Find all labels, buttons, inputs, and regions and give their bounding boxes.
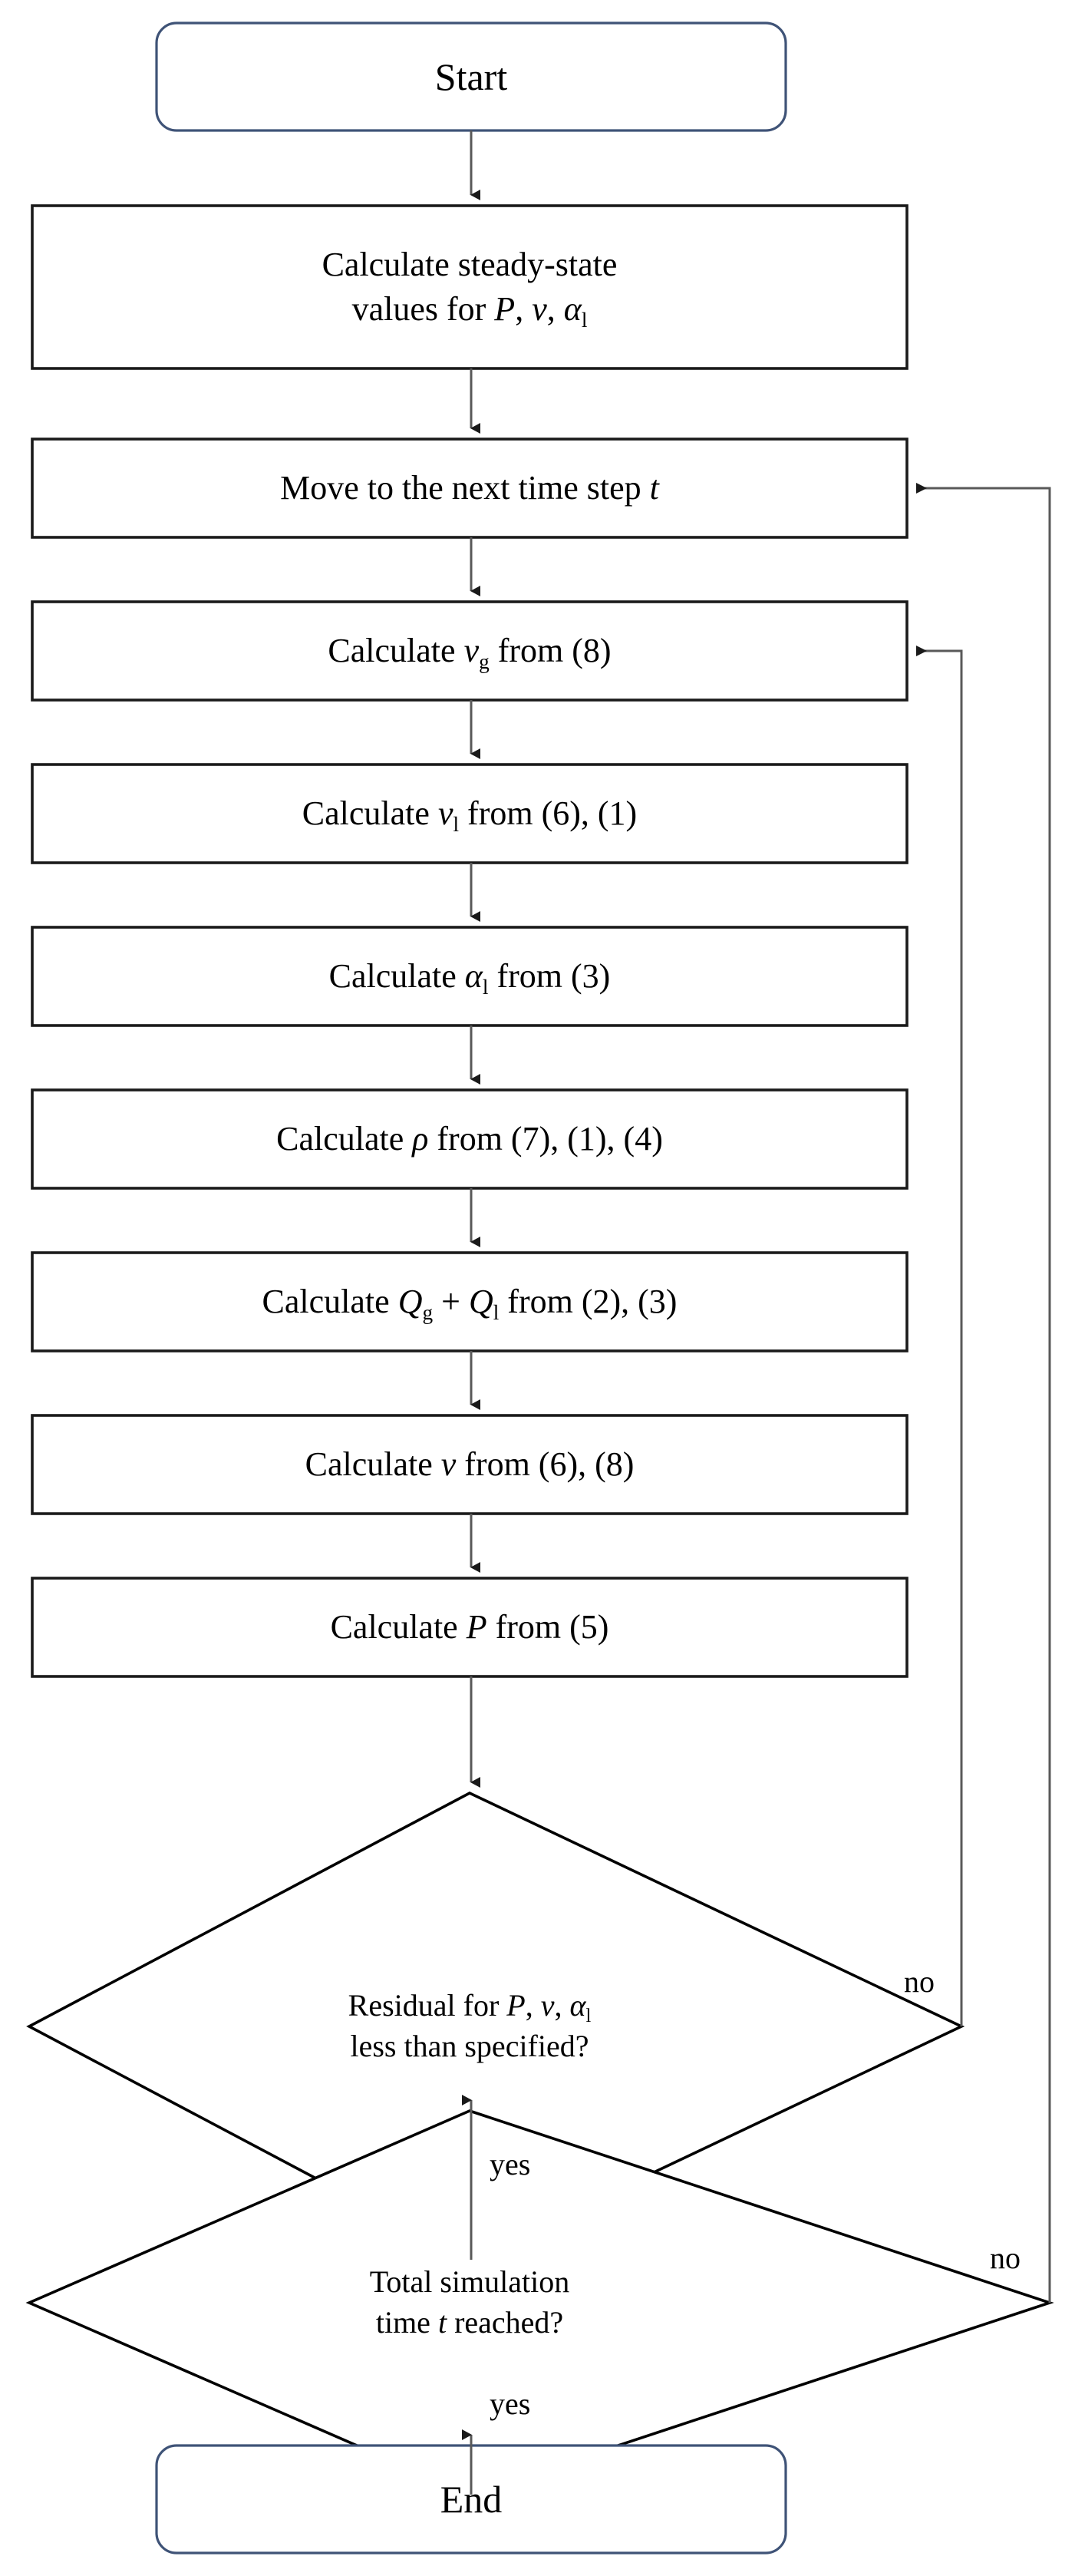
node-calc-vg[interactable]: [31, 600, 908, 702]
node-start[interactable]: [155, 21, 787, 132]
edge-residual-no-loop: [916, 646, 963, 2026]
node-next-time-step[interactable]: [31, 438, 908, 539]
node-time-decision[interactable]: [25, 2109, 1054, 2496]
node-calc-vl[interactable]: [31, 763, 908, 864]
node-calc-rho[interactable]: [31, 1088, 908, 1190]
node-calc-p[interactable]: [31, 1577, 908, 1678]
node-calc-v[interactable]: [31, 1414, 908, 1515]
node-steady-state[interactable]: [31, 204, 908, 370]
node-calc-alpha[interactable]: [31, 926, 908, 1027]
edge-time-no-loop: [916, 483, 1051, 2303]
node-calc-q[interactable]: [31, 1251, 908, 1352]
